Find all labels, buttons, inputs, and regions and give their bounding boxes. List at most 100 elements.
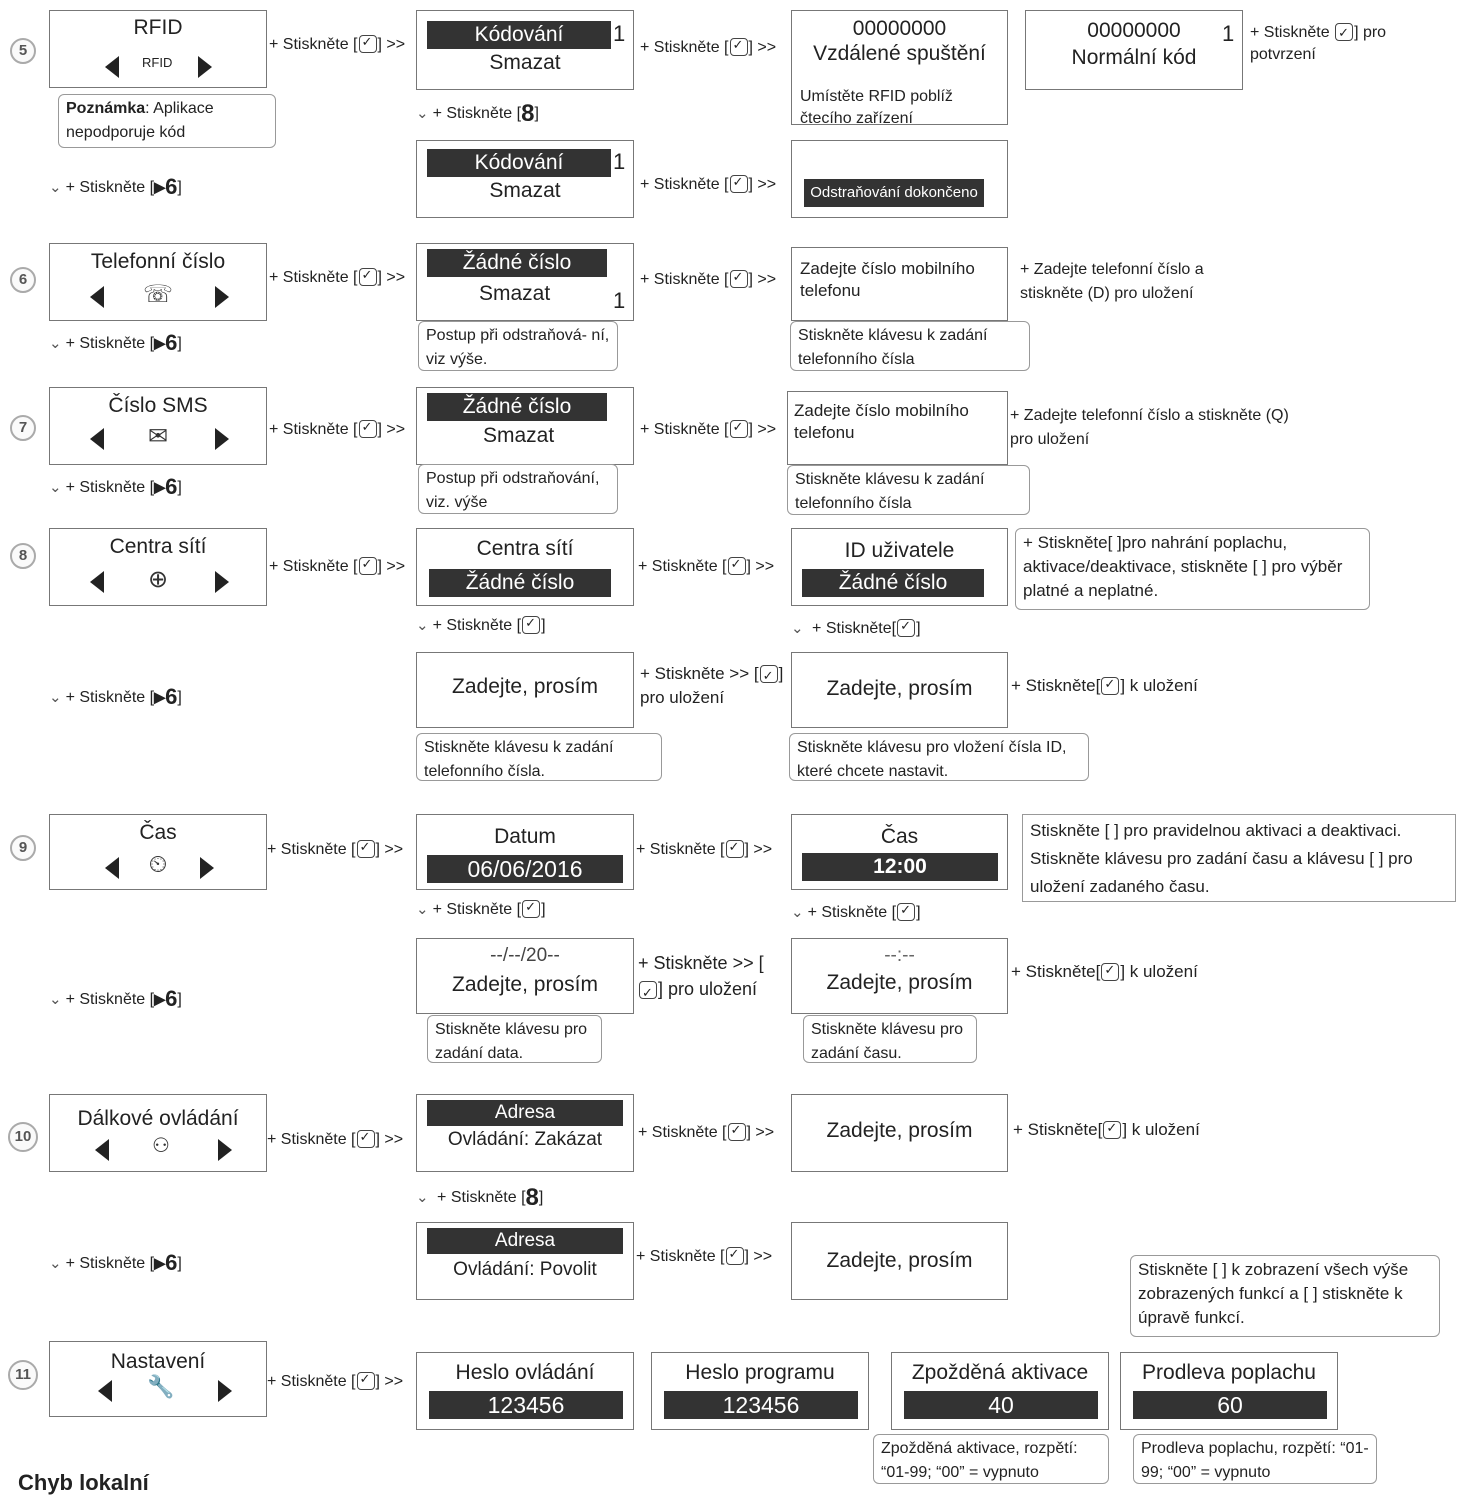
sos-icon (1103, 1120, 1122, 1139)
key-8-icon: 8 (521, 100, 535, 127)
press-text: + Stiskněte (640, 176, 720, 193)
box-delete-done: Odstraňování dokončeno (791, 140, 1008, 218)
sos-icon (897, 902, 916, 921)
menu-network: Centra sítí ⊕ (49, 528, 267, 606)
key-6-icon: ▸6 (154, 1250, 178, 1275)
press-text: + Stiskněte (638, 1124, 718, 1141)
key-6-icon: ▸6 (154, 174, 178, 199)
sos-icon (356, 1129, 375, 1148)
sos-icon (522, 899, 541, 918)
sos-icon (729, 419, 748, 438)
press-text: + Stiskněte (269, 36, 349, 53)
enter-label: Zadejte, prosím (826, 1249, 973, 1272)
press-save-label: + Stiskněte >> [] pro uložení (638, 950, 783, 1006)
box-time: Čas 12:00 (791, 814, 1008, 890)
press-text: + Stiskněte (267, 841, 347, 858)
press-text: + Stiskněte [ (65, 991, 155, 1008)
address-label: Adresa (427, 1228, 623, 1254)
chevron-icon: >> (748, 841, 773, 858)
save-text: ] k uložení (1120, 962, 1198, 981)
arrow-right-icon (200, 857, 214, 879)
box-enter-2: Zadejte, prosím (791, 1222, 1008, 1300)
chevron-icon: >> (752, 421, 777, 438)
box-kodovani: Kódování 1 Smazat (416, 10, 634, 90)
down-press-6: ⌄+ Stiskněte [▸6] (49, 1250, 182, 1275)
sos-icon (1335, 22, 1354, 44)
chevron-down-icon: ⌄ (49, 1255, 62, 1272)
arrow-right-icon (218, 1139, 232, 1161)
press-text: + Stiskněte (638, 953, 728, 973)
menu-telefon: Telefonní číslo ☏ (49, 243, 267, 321)
chevron-icon: >> (379, 1373, 404, 1390)
code-value: 00000000 (852, 17, 947, 40)
chevron-icon: >> (750, 1124, 775, 1141)
box-enter-time: --:-- Zadejte, prosím (791, 938, 1008, 1014)
note-rest: : Aplikace nepodporuje kód (66, 100, 214, 141)
save-tip: + Zadejte telefonní číslo a stiskněte (D… (1020, 261, 1204, 302)
box-enter-mobile: Zadejte číslo mobilního telefonu (787, 391, 1008, 465)
press-sos-label: + Stiskněte [] >> (640, 37, 776, 57)
enter-label: Zadejte, prosím (826, 971, 973, 994)
chevron-icon: >> (752, 271, 777, 288)
chevron-down-icon: ⌄ (49, 335, 62, 352)
save-text: ] pro uložení (658, 979, 758, 999)
chevron-down-icon: ⌄ (49, 179, 62, 196)
upload-tip: + Stiskněte[ ]pro nahrání poplachu, akti… (1015, 528, 1370, 610)
save-label: + Stiskněte[] k uložení (1011, 676, 1198, 696)
press-text: + Stiskněte (638, 558, 718, 575)
box-control-password: Heslo ovládání 123456 (416, 1352, 634, 1430)
sos-icon (729, 269, 748, 288)
box-no-number: Žádné číslo Smazat (416, 387, 634, 465)
menu-time: Čas ⏲ (49, 814, 267, 890)
chevron-down-icon: ⌄ (416, 1189, 429, 1206)
delayed-activation-label: Zpožděná aktivace (911, 1361, 1089, 1384)
press-save-label: + Stiskněte >> [] pro uložení (640, 662, 785, 710)
step-number-5: 5 (10, 38, 36, 64)
key-note: Stiskněte klávesu k zadání telefonního č… (787, 465, 1030, 515)
save-text: ] k uložení (1120, 676, 1198, 695)
box-program-password: Heslo programu 123456 (651, 1352, 869, 1430)
step-number-7: 7 (10, 415, 36, 441)
arrow-right-icon (215, 286, 229, 308)
press-text: + Stiskněte [ (65, 179, 155, 196)
time-label: Čas (880, 825, 919, 848)
press-text: + Stiskněte[ (1013, 1120, 1103, 1139)
save-tip: + Zadejte telefonní číslo a stiskněte (Q… (1010, 407, 1289, 448)
bracket: ] (177, 179, 182, 196)
arrow-left-icon (105, 56, 119, 78)
press-sos-label: + Stiskněte [] >> (267, 839, 403, 859)
bracket: ] (534, 105, 539, 122)
menu-title: Dálkové ovládání (77, 1107, 239, 1130)
press-text: + Stiskněte[ (1011, 962, 1101, 981)
sos-icon (727, 1122, 746, 1141)
address-label: Adresa (427, 1100, 623, 1126)
user-id-label: ID uživatele (844, 539, 955, 562)
press-sos-label: + Stiskněte [] >> (269, 34, 405, 54)
arrow-left-icon (105, 857, 119, 879)
down-press-sos: ⌄ + Stiskněte[] (791, 618, 921, 638)
press-sos-label: + Stiskněte [] >> (269, 556, 405, 576)
chevron-icon: >> (379, 1131, 404, 1148)
sos-icon (639, 980, 657, 1006)
chevron-icon: >> (381, 421, 406, 438)
chevron-down-icon: ⌄ (49, 689, 62, 706)
time-note: Stiskněte klávesu pro zadání času. (803, 1015, 977, 1063)
box-normal-code: 00000000 1 Normální kód (1025, 10, 1243, 90)
save-label: + Stiskněte[ ] k uložení (1011, 962, 1198, 982)
menu-sms: Číslo SMS ✉ (49, 387, 267, 465)
sos-icon (358, 34, 377, 53)
menu-title: Nastavení (110, 1350, 206, 1373)
step-number-8: 8 (10, 543, 36, 569)
down-press-sos: ⌄+ Stiskněte [] (416, 615, 546, 635)
down-press-sos: ⌄+ Stiskněte [] (416, 899, 546, 919)
sos-icon (897, 618, 916, 637)
menu-remote: Dálkové ovládání ⚇ (49, 1094, 267, 1172)
press-text: + Stiskněte (640, 421, 720, 438)
key-8-icon: 8 (525, 1184, 539, 1211)
down-press-6: ⌄+ Stiskněte [▸6] (49, 684, 182, 709)
confirm-b: ] pro potvrzení (1250, 24, 1387, 63)
press-sos-label: + Stiskněte [] >> (638, 556, 774, 576)
press-sos-label: + Stiskněte [] >> (640, 174, 776, 194)
sos-icon (358, 556, 377, 575)
chevron-down-icon: ⌄ (416, 617, 429, 634)
